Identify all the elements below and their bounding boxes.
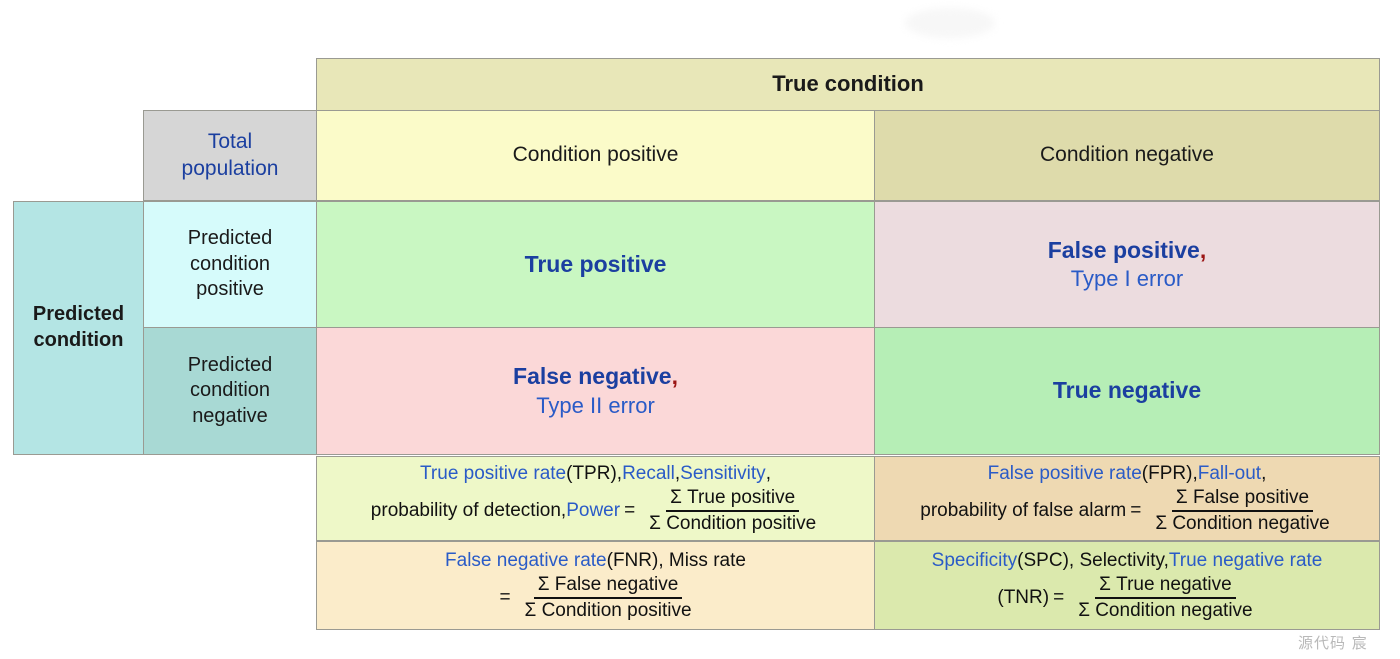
fpr-name: False positive rate [987, 463, 1142, 484]
fpr-sep1: , [1261, 463, 1267, 484]
total-population-line1: Total [207, 129, 253, 153]
true-condition-label: True condition [772, 71, 924, 97]
tpr-equals: = [624, 500, 636, 521]
type-one-error-label: Type I error [1070, 266, 1184, 292]
spc-denominator: Σ Condition negative [1078, 600, 1253, 622]
condition-positive-label: Condition positive [512, 143, 679, 167]
spc-numerator: Σ True negative [1095, 574, 1236, 600]
fnr-abbrev: (FNR), Miss rate [606, 550, 746, 571]
true-negative-label: True negative [1052, 377, 1202, 404]
fpr-line2: probability of false alarm = Σ False pos… [920, 487, 1333, 535]
false-positive-label: False positive [1047, 236, 1200, 263]
spc-tnr-abbrev: (TNR) [997, 587, 1050, 608]
false-negative-label: False negative [513, 363, 672, 390]
true-positive-rate-cell: True positive rate (TPR), Recall, Sensit… [316, 456, 875, 541]
tpr-numerator: Σ True positive [666, 487, 800, 513]
predicted-condition-line2: condition [33, 329, 124, 351]
condition-negative-header: Condition negative [874, 110, 1380, 201]
false-positive-cell: False positive, Type I error [874, 201, 1380, 328]
spc-name: Specificity [931, 550, 1018, 571]
spc-equals: = [1053, 587, 1065, 608]
type-two-error-label: Type II error [536, 392, 655, 418]
total-population-line2: population [181, 156, 279, 180]
fpr-numerator: Σ False positive [1171, 487, 1314, 513]
tpr-line1: True positive rate (TPR), Recall, Sensit… [420, 462, 771, 486]
condition-negative-label: Condition negative [1040, 143, 1214, 167]
true-negative-cell: True negative [874, 327, 1380, 455]
condition-positive-header: Condition positive [316, 110, 875, 201]
tpr-alias-sensitivity: Sensitivity [680, 463, 766, 484]
false-positive-main-row: False positive, [1048, 236, 1207, 265]
tpr-fraction: Σ True positive Σ Condition positive [645, 487, 820, 535]
top-artifact-smudge [905, 8, 995, 38]
false-negative-rate-cell: False negative rate (FNR), Miss rate = Σ… [316, 541, 875, 630]
pred-pos-line2: condition [189, 252, 271, 275]
pred-neg-line2: condition [189, 379, 271, 402]
false-negative-cell: False negative, Type II error [316, 327, 875, 455]
false-positive-rate-cell: False positive rate (FPR), Fall-out, pro… [874, 456, 1380, 541]
spc-abbrev: (SPC), Selectivity, [1017, 550, 1169, 571]
pred-neg-line1: Predicted [187, 353, 273, 376]
tpr-denominator: Σ Condition positive [649, 513, 817, 535]
fnr-denominator: Σ Condition positive [524, 600, 692, 622]
fnr-equals: = [499, 587, 511, 608]
false-negative-comma: , [671, 363, 678, 390]
fnr-fraction: Σ False negative Σ Condition positive [521, 574, 696, 622]
true-positive-cell: True positive [316, 201, 875, 328]
fpr-denominator: Σ Condition negative [1155, 513, 1330, 535]
spc-alias-tnr: True negative rate [1168, 550, 1323, 571]
fpr-alias-probability: probability of false alarm [920, 500, 1127, 521]
watermark-text: 源代码 宸 [1298, 634, 1368, 652]
true-condition-header: True condition [316, 58, 1380, 111]
false-negative-main-row: False negative, [513, 362, 678, 391]
tpr-alias-power: Power [566, 500, 621, 521]
fpr-equals: = [1130, 500, 1142, 521]
fnr-line2: = Σ False negative Σ Condition positive [495, 574, 695, 622]
predicted-condition-negative-header: Predicted condition negative [143, 327, 317, 455]
predicted-condition-positive-header: Predicted condition positive [143, 201, 317, 328]
tpr-alias-probability: probability of detection, [370, 500, 567, 521]
spc-line2: (TNR) = Σ True negative Σ Condition nega… [997, 574, 1256, 622]
fnr-line1: False negative rate (FNR), Miss rate [445, 549, 746, 573]
tpr-abbrev: (TPR), [566, 463, 623, 484]
tpr-alias-recall: Recall [622, 463, 675, 484]
predicted-condition-line1: Predicted [32, 303, 125, 326]
fpr-line1: False positive rate (FPR), Fall-out, [988, 462, 1267, 486]
fnr-name: False negative rate [445, 550, 607, 571]
total-population-cell: Total population [143, 110, 317, 201]
fpr-fraction: Σ False positive Σ Condition negative [1151, 487, 1333, 535]
spc-fraction: Σ True negative Σ Condition negative [1074, 574, 1256, 622]
false-positive-comma: , [1199, 236, 1207, 263]
fpr-abbrev: (FPR), [1141, 463, 1198, 484]
tpr-line2: probability of detection, Power = Σ True… [371, 487, 820, 535]
true-positive-label: True positive [524, 250, 667, 277]
tpr-name: True positive rate [420, 463, 567, 484]
pred-pos-line3: positive [196, 278, 264, 301]
spc-line1: Specificity (SPC), Selectivity, True neg… [932, 549, 1323, 573]
tpr-sep2: , [765, 463, 771, 484]
pred-pos-line1: Predicted [187, 227, 273, 250]
tpr-sep1: , [674, 463, 681, 484]
fpr-alias-fallout: Fall-out [1197, 463, 1262, 484]
specificity-cell: Specificity (SPC), Selectivity, True neg… [874, 541, 1380, 630]
pred-neg-line3: negative [192, 404, 268, 427]
fnr-numerator: Σ False negative [533, 574, 683, 600]
predicted-condition-header: Predicted condition [13, 201, 144, 455]
